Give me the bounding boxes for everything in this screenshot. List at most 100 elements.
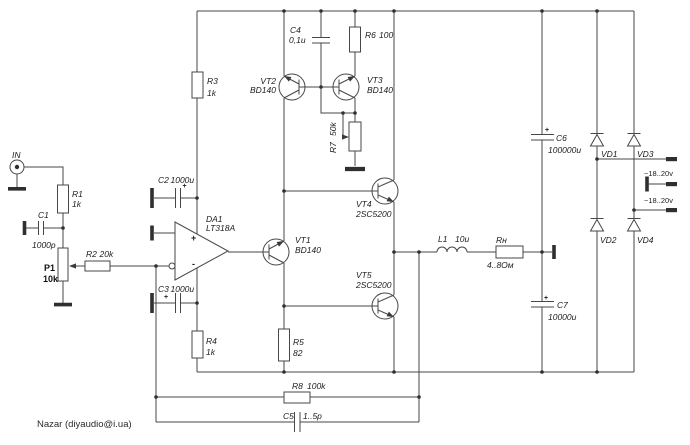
vt1-emitter-arrow [276,241,284,247]
r7-ref-label: R7 [328,142,338,153]
c6-value-label: 100000u [548,145,581,155]
ac-voltage-label-1: ~18..20v [644,169,673,178]
r3-value-label: 1k [207,88,217,98]
capacitor-c7: + C7 10000u [531,295,577,322]
diode-vd4: VD4 [626,218,654,245]
capacitor-c4: C4 0,1u [289,25,330,45]
resistor-r8: R8 100k [283,381,326,404]
diode-vd1: VD1 [589,133,618,159]
c2-value-label: 1000u [171,175,195,185]
vt4-ref-label: VT4 [356,199,372,209]
vt5-ref-label: VT5 [356,270,372,280]
vd4-ref-label: VD4 [637,235,654,245]
author-note: Nazar (diyaudio@i.ua) [37,419,132,430]
resistor-r3: R3 1k [191,71,218,99]
ac-voltage-label-2: ~18..20v [644,196,673,205]
r6-ref-label: R6 [365,30,376,40]
opamp-da1: + - DA1 LT318A [150,214,235,281]
r1-ref-label: R1 [72,189,83,199]
r3-ref-label: R3 [207,76,218,86]
vt2-ref-label: VT2 [260,76,276,86]
vt3-value-label: BD140 [367,85,393,95]
transistor-vt1: VT1 BD140 [262,235,321,266]
r1-value-label: 1k [72,199,82,209]
da1-ref-label: DA1 [206,214,223,224]
inductor-l1: L1 10u [436,234,469,253]
c4-value-label: 0,1u [289,35,306,45]
vt3-emitter-arrow [347,76,355,82]
r4-value-label: 1k [206,347,216,357]
capacitor-c1: C1 1000p [22,210,56,250]
input-jack: IN [8,150,26,191]
c3-polarity: + [164,294,168,301]
r4-ref-label: R4 [206,336,217,346]
wires [16,10,666,423]
p1-value-label: 10k [43,274,59,284]
c6-polarity: + [545,127,549,134]
c6-ref-label: C6 [556,133,567,143]
vd1-ref-label: VD1 [601,149,618,159]
c1-value-label: 1000p [32,240,56,250]
da1-value-label: LT318A [206,223,235,233]
p1-wiper-arrow [69,263,76,269]
c3-value-label: 1000u [171,284,195,294]
c2-ref-label: C2 [158,175,169,185]
transistor-vt2: VT2 BD140 [250,73,306,101]
c2-polarity: + [183,183,187,190]
vt5-value-label: 2SC5200 [355,280,392,290]
trimmer-r7: R7 50k [328,121,365,172]
ac-terminal-center [666,182,677,187]
ac-terminal-2 [666,208,677,213]
l1-ref-label: L1 [438,234,448,244]
r6-value-label: 100 [379,30,393,40]
ac-terminal-1 [666,157,677,162]
r8-ref-label: R8 [292,381,303,391]
c7-polarity: + [544,295,548,302]
opamp-inverting-terminal [168,262,176,270]
vd3-ref-label: VD3 [637,149,654,159]
input-label: IN [12,150,21,160]
c4-ref-label: C4 [290,25,301,35]
rh-ref-label: Rн [496,235,507,245]
l1-value-label: 10u [455,234,469,244]
r2-value-label: 20k [99,249,114,259]
transistor-vt4: VT4 2SC5200 [355,177,399,219]
potentiometer-p1: P1 10k [43,247,76,307]
diode-vd2: VD2 [589,218,617,245]
capacitor-c5: C5 1..5p [283,411,322,432]
diode-vd3: VD3 [626,133,654,159]
junction-dots [61,9,636,399]
vt2-emitter-arrow [284,76,292,82]
c7-value-label: 10000u [548,312,577,322]
opamp-plus-sign: + [191,233,196,243]
resistor-r6: R6 100 [349,26,393,53]
vd2-ref-label: VD2 [600,235,617,245]
capacitor-c6: + C6 100000u [531,127,581,155]
transistor-vt3: VT3 BD140 [332,73,393,101]
capacitor-c3: + C3 1000u [150,284,195,313]
c3-ref-label: C3 [158,284,169,294]
opamp-minus-sign: - [192,259,195,269]
resistor-r2: R2 20k [84,249,114,272]
vt3-ref-label: VT3 [367,75,383,85]
vt1-ref-label: VT1 [295,235,311,245]
vt5-emitter-arrow [386,311,394,317]
c5-ref-label: C5 [283,411,294,421]
r5-ref-label: R5 [293,337,304,347]
vt4-emitter-arrow [386,196,394,202]
p1-ref-label: P1 [44,263,55,273]
ac-supply-terminals: ~18..20v ~18..20v [644,157,677,213]
r8-value-label: 100k [307,381,326,391]
resistor-r4: R4 1k [191,330,217,359]
r7-wiper-arrow [342,134,349,140]
r2-ref-label: R2 [86,249,97,259]
r5-value-label: 82 [293,348,303,358]
resistor-r5: R5 82 [278,328,304,362]
r7-value-label: 50k [328,122,338,136]
resistor-r1: R1 1k [57,184,83,214]
vt1-value-label: BD140 [295,245,321,255]
c1-ref-label: C1 [38,210,49,220]
c5-value-label: 1..5p [303,411,322,421]
